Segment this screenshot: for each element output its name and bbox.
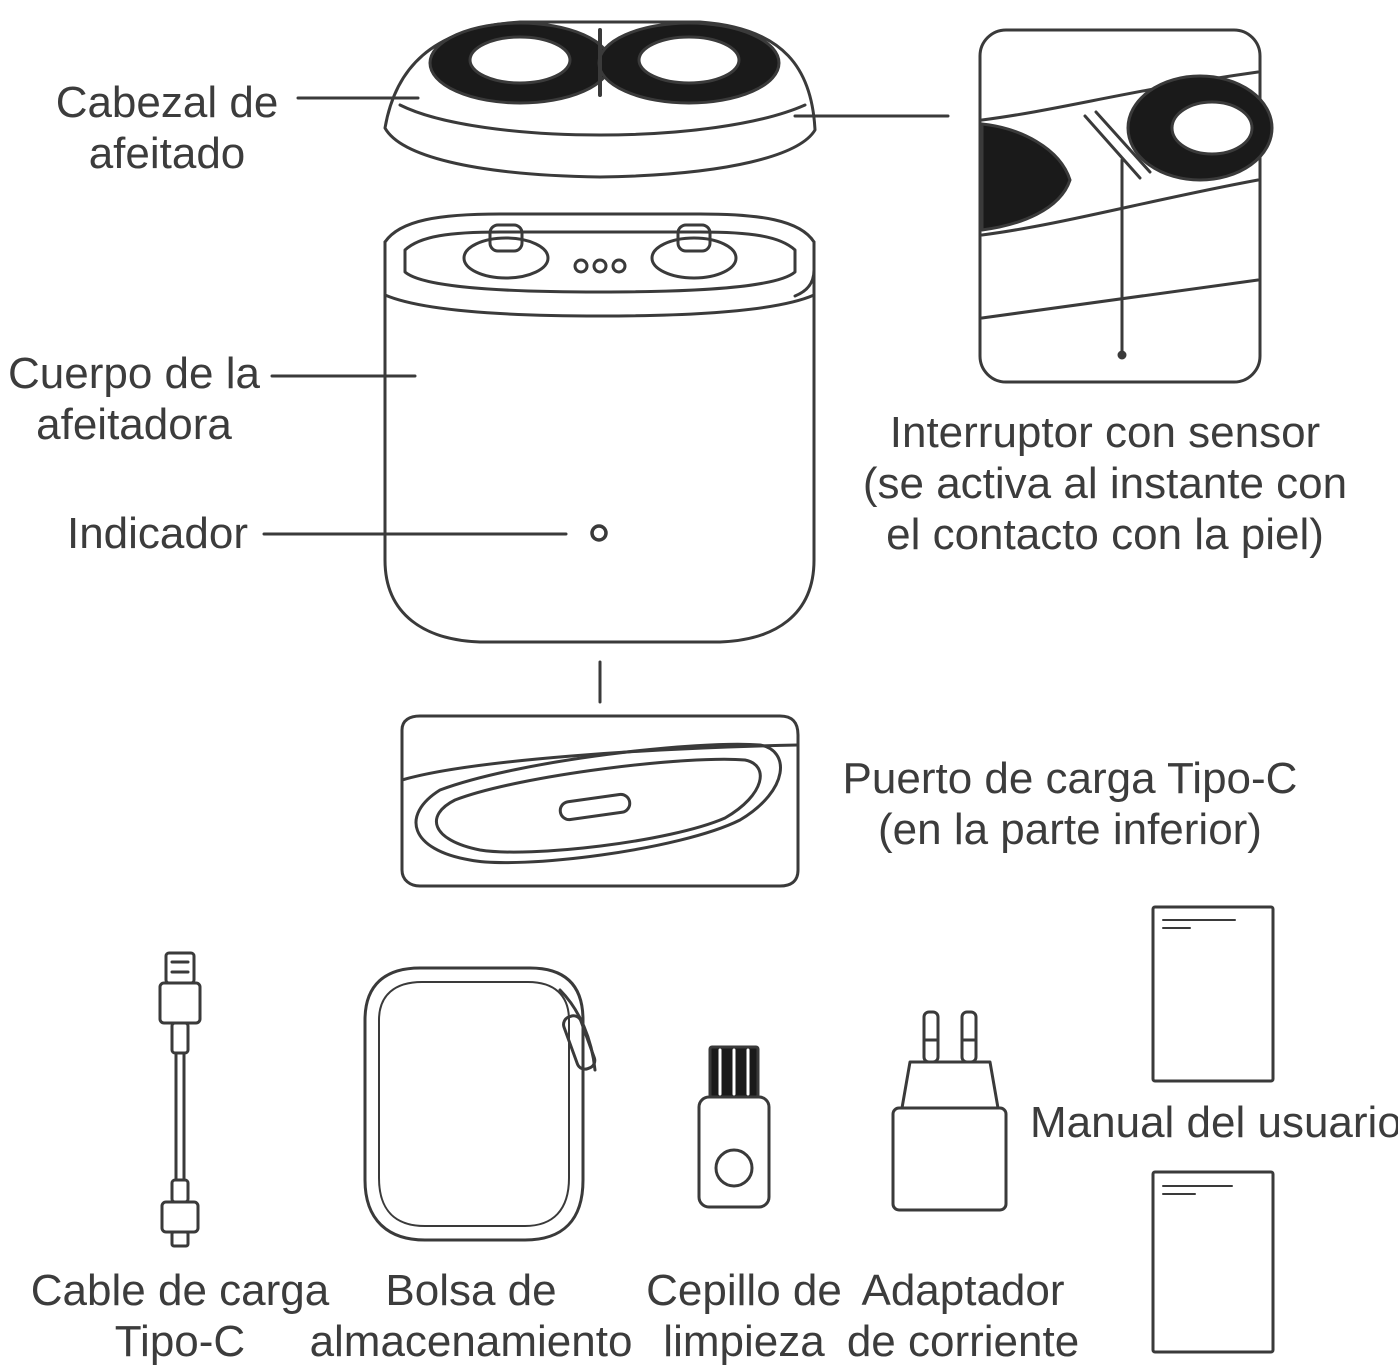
power-adapter-illustration	[891, 1010, 1008, 1212]
sensor-closeup	[978, 28, 1274, 384]
port-closeup	[400, 714, 800, 888]
label-storage-bag: Bolsa de almacenamiento	[309, 1266, 633, 1366]
storage-bag-illustration	[363, 966, 597, 1242]
label-charging-port: Puerto de carga Tipo-C (en la parte infe…	[842, 754, 1298, 854]
label-cleaning-brush: Cepillo de limpieza	[646, 1266, 842, 1366]
label-indicator: Indicador	[66, 509, 248, 558]
label-power-adapter: Adaptador de corriente	[846, 1266, 1080, 1366]
user-manual-illustration-2	[1151, 1170, 1275, 1354]
label-user-manual: Manual del usuario	[1030, 1098, 1398, 1147]
label-shaving-head: Cabezal de afeitado	[55, 78, 279, 178]
cleaning-brush-illustration	[697, 1045, 771, 1209]
cable-illustration	[158, 951, 202, 1248]
label-sensor-switch: Interruptor con sensor (se activa al ins…	[862, 408, 1348, 559]
shaving-head-illustration	[383, 20, 817, 179]
shaver-body-illustration	[383, 212, 816, 644]
label-shaver-body: Cuerpo de la afeitadora	[8, 349, 260, 449]
user-manual-illustration-1	[1151, 905, 1275, 1083]
label-cable: Cable de carga Tipo-C	[30, 1266, 330, 1366]
